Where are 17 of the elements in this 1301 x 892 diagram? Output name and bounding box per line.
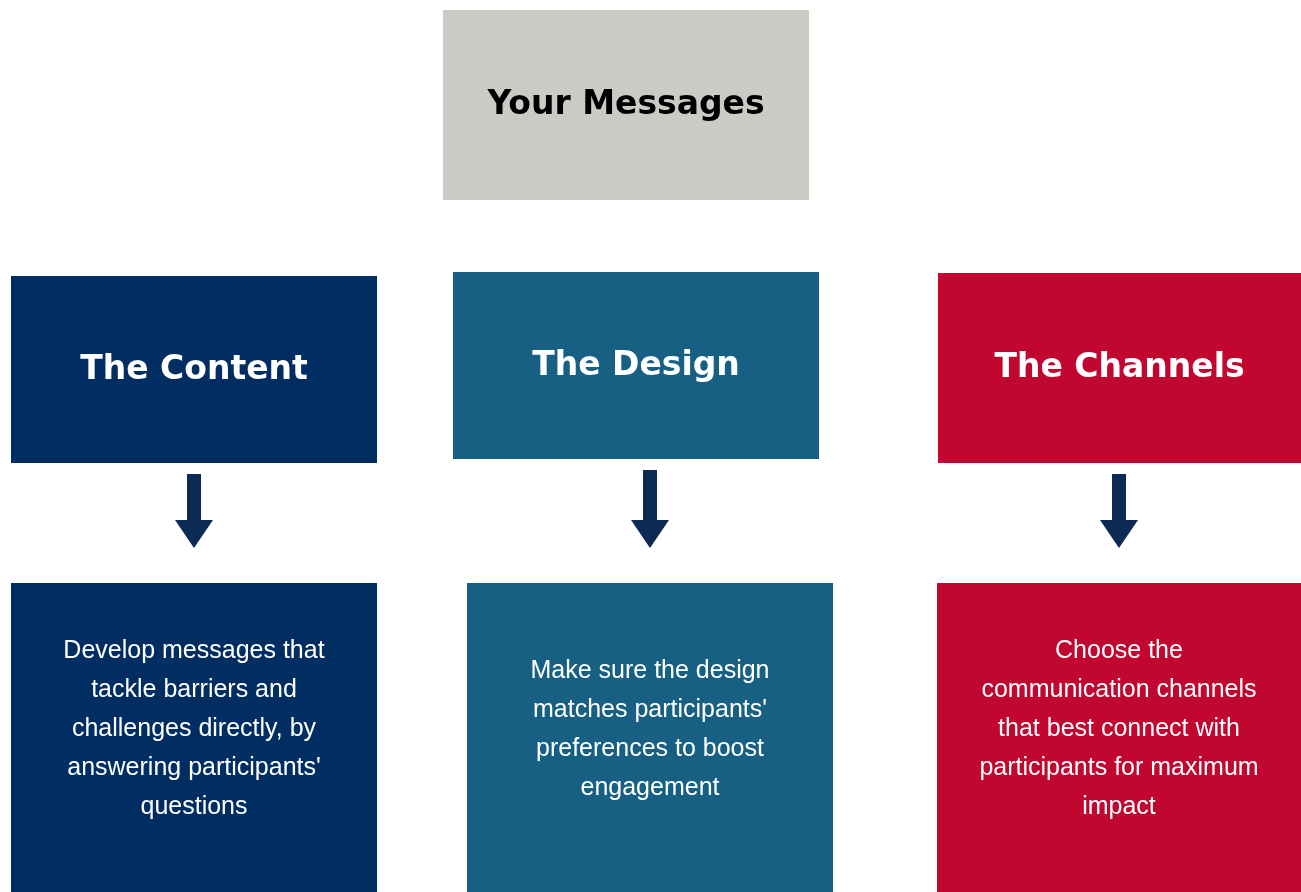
- box-title: The Content: [80, 347, 308, 388]
- down-arrow: [1100, 474, 1138, 548]
- box-title: The Channels: [994, 346, 1245, 386]
- box-description: Develop messages that tackle barriers and challenges directly, by answering participants' questions: [62, 634, 326, 821]
- down-arrow: [631, 470, 669, 548]
- description-box: [467, 583, 833, 892]
- box-title: The Design: [532, 343, 740, 384]
- description-box: [11, 583, 377, 892]
- box-description: Make sure the design matches participants' preferences to boost engagement: [529, 653, 771, 802]
- title-box: [938, 273, 1301, 463]
- box-description: Choose the communication channels that best connect with participants for maximum impact: [978, 634, 1260, 821]
- title-box: [453, 272, 819, 459]
- box-title: Your Messages: [487, 83, 765, 123]
- title-box: [443, 10, 809, 200]
- title-box: [11, 276, 377, 463]
- down-arrow: [175, 474, 213, 548]
- description-box: [937, 583, 1301, 892]
